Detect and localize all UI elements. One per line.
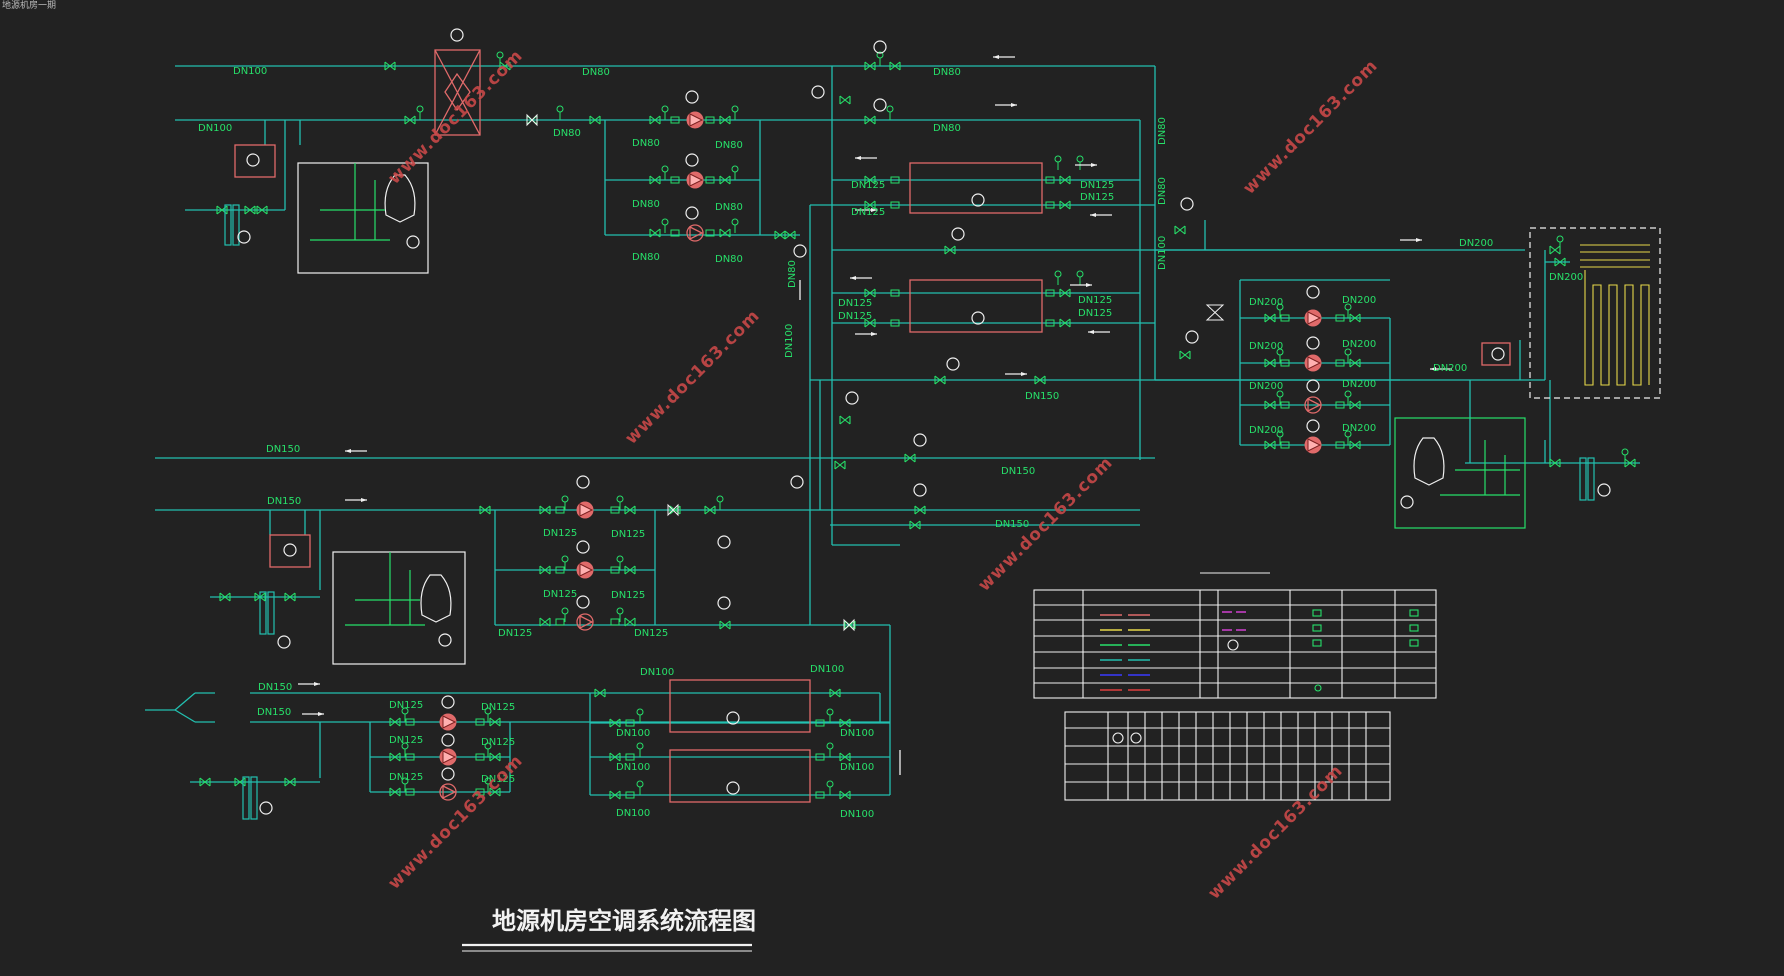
valves — [199, 51, 1636, 800]
ground-coil-field — [1529, 227, 1661, 399]
label-right-pump-l2: DN200 — [1249, 341, 1283, 352]
label-hx-r1: DN100 — [810, 664, 844, 675]
label-hx-l4: DN100 — [616, 808, 650, 819]
label-dn80-top4: DN80 — [933, 123, 961, 134]
label-pump-top-r2: DN80 — [715, 202, 743, 213]
label-dn150-d: DN150 — [1001, 466, 1035, 477]
label-dn150-a: DN150 — [1025, 391, 1059, 402]
label-mid-pump-r3: DN125 — [634, 628, 668, 639]
label-hx-r2: DN100 — [840, 728, 874, 739]
label-vert-c: DN80 — [1157, 117, 1168, 145]
softener-tank-1 — [234, 144, 276, 178]
label-right-pump-r3: DN200 — [1342, 379, 1376, 390]
label-mid-pump-r1: DN125 — [611, 529, 645, 540]
heat-exchanger-2 — [669, 749, 811, 803]
label-right-pump-l1: DN200 — [1249, 297, 1283, 308]
chiller-1 — [909, 162, 1043, 214]
label-mid-pump-l3: DN125 — [498, 628, 532, 639]
label-right-pump-l4: DN200 — [1249, 425, 1283, 436]
label-bot-pump-r1: DN125 — [481, 702, 515, 713]
label-ch1-l1: DN125 — [851, 180, 885, 191]
label-mid-pump-r2: DN125 — [611, 590, 645, 601]
label-dn200-coil: DN200 — [1549, 272, 1583, 283]
label-right-pump-l3: DN200 — [1249, 381, 1283, 392]
diagram-title: 地源机房空调系统流程图 — [492, 907, 756, 935]
label-hx-l3: DN100 — [616, 762, 650, 773]
pipe-network — [145, 65, 1640, 796]
label-ch1-l2: DN125 — [851, 207, 885, 218]
label-pump-top-l3: DN80 — [632, 252, 660, 263]
label-vert-e: DN100 — [1157, 236, 1168, 270]
label-ch1-r1: DN125 — [1080, 180, 1114, 191]
label-dn150-b: DN150 — [266, 444, 300, 455]
label-dn100-top1: DN100 — [233, 66, 267, 77]
label-hx-r3: DN100 — [840, 762, 874, 773]
label-dn200-tank: DN200 — [1433, 363, 1467, 374]
label-vert-a: DN80 — [787, 260, 798, 288]
label-bot-pump-l1: DN125 — [389, 700, 423, 711]
label-mid-pump-l1: DN125 — [543, 528, 577, 539]
label-hx-r4: DN100 — [840, 809, 874, 820]
label-ch2-r2: DN125 — [1078, 308, 1112, 319]
equipment — [234, 49, 1511, 803]
label-pump-top-l1: DN80 — [632, 138, 660, 149]
label-bot-pump-l2: DN125 — [389, 735, 423, 746]
label-bot-dn150-a: DN150 — [258, 682, 292, 693]
label-vert-b: DN100 — [784, 324, 795, 358]
label-hx-l1: DN100 — [640, 667, 674, 678]
pipe-size-labels: DN100 DN100 DN80 DN80 DN80 DN80 DN80 DN8… — [198, 66, 1583, 820]
label-right-pump-r1: DN200 — [1342, 295, 1376, 306]
flow-arrows — [297, 54, 1453, 775]
label-dn100-top2: DN100 — [198, 123, 232, 134]
label-ch2-r1: DN125 — [1078, 295, 1112, 306]
label-dn150-e: DN150 — [995, 519, 1029, 530]
label-right-pump-r2: DN200 — [1342, 339, 1376, 350]
label-pump-top-r1: DN80 — [715, 140, 743, 151]
legend-table — [1033, 572, 1437, 801]
label-dn150-c: DN150 — [267, 496, 301, 507]
label-bot-pump-l3: DN125 — [389, 772, 423, 783]
label-ch2-l1: DN125 — [838, 298, 872, 309]
label-ch2-l2: DN125 — [838, 311, 872, 322]
label-dn80-top3: DN80 — [933, 67, 961, 78]
label-bot-pump-r3: DN125 — [481, 774, 515, 785]
label-vert-d: DN80 — [1157, 177, 1168, 205]
diagram-title-block: 地源机房空调系统流程图 — [462, 907, 756, 952]
label-dn80-top2: DN80 — [553, 128, 581, 139]
heat-exchanger-1 — [669, 679, 811, 733]
label-right-pump-r4: DN200 — [1342, 423, 1376, 434]
label-ch1-r2: DN125 — [1080, 192, 1114, 203]
watermarks: www.doc163.com www.doc163.com www.doc163… — [384, 46, 1382, 904]
label-hx-l2: DN100 — [616, 728, 650, 739]
label-pump-top-l2: DN80 — [632, 199, 660, 210]
label-dn80-top1: DN80 — [582, 67, 610, 78]
water-treatment-units — [297, 162, 1526, 665]
softener-tank-3 — [1481, 342, 1511, 366]
label-mid-pump-l2: DN125 — [543, 589, 577, 600]
label-bot-dn150-b: DN150 — [257, 707, 291, 718]
label-pump-top-r3: DN80 — [715, 254, 743, 265]
softener-tank-2 — [269, 534, 311, 568]
filters — [224, 204, 1595, 820]
watermark-2: www.doc163.com — [1239, 56, 1382, 199]
label-bot-pump-r2: DN125 — [481, 737, 515, 748]
label-dn200-main: DN200 — [1459, 238, 1493, 249]
plate-heat-exchanger — [434, 49, 481, 136]
tag-circles — [237, 28, 1611, 815]
watermark-3: www.doc163.com — [621, 306, 764, 449]
chiller-2 — [909, 279, 1043, 333]
header-label: 地源机房一期 — [2, 0, 56, 11]
